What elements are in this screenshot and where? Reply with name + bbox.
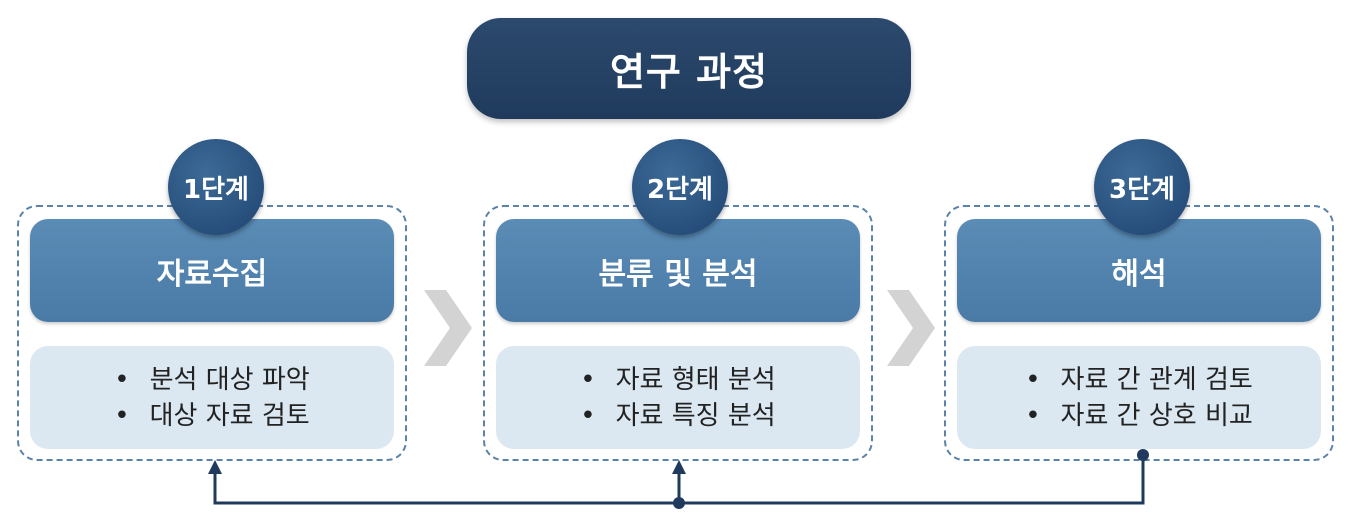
stage-2-body: 자료 형태 분석 자료 특징 분석 [496, 346, 860, 449]
diagram-title: 연구 과정 [609, 50, 769, 94]
stage-1-list: 분석 대상 파악 대상 자료 검토 [114, 362, 310, 434]
stage-2: 분류 및 분석 자료 형태 분석 자료 특징 분석 [483, 205, 873, 461]
stage-1-step: 1단계 [183, 174, 249, 205]
stage-3-list: 자료 간 관계 검토 자료 간 상호 비교 [1025, 362, 1253, 434]
stage-3-step: 3단계 [1109, 174, 1175, 205]
stage-2-badge: 2단계 [632, 139, 728, 235]
stage-1-item: 분석 대상 파악 [114, 362, 310, 398]
title-pill: 연구 과정 [467, 18, 911, 119]
stage-3-item: 자료 간 관계 검토 [1025, 362, 1253, 398]
stage-3-header: 해석 [957, 219, 1321, 322]
chevron-right-icon [887, 290, 935, 366]
stage-3-badge: 3단계 [1094, 139, 1190, 235]
stage-2-header: 분류 및 분석 [496, 219, 860, 322]
stage-3-item: 자료 간 상호 비교 [1025, 398, 1253, 434]
stage-3-body: 자료 간 관계 검토 자료 간 상호 비교 [957, 346, 1321, 449]
stage-2-name: 분류 및 분석 [598, 256, 758, 292]
stage-2-list: 자료 형태 분석 자료 특징 분석 [580, 362, 776, 434]
chevron-right-icon [424, 290, 472, 366]
stage-1: 자료수집 분석 대상 파악 대상 자료 검토 [17, 205, 407, 461]
stage-2-item: 자료 특징 분석 [580, 398, 776, 434]
stage-2-item: 자료 형태 분석 [580, 362, 776, 398]
stage-1-header: 자료수집 [30, 219, 394, 322]
stage-3-name: 해석 [1111, 256, 1167, 292]
stage-1-item: 대상 자료 검토 [114, 398, 310, 434]
stage-2-step: 2단계 [647, 174, 713, 205]
stage-1-body: 분석 대상 파악 대상 자료 검토 [30, 346, 394, 449]
stage-1-badge: 1단계 [168, 139, 264, 235]
stage-1-name: 자료수집 [156, 256, 268, 292]
